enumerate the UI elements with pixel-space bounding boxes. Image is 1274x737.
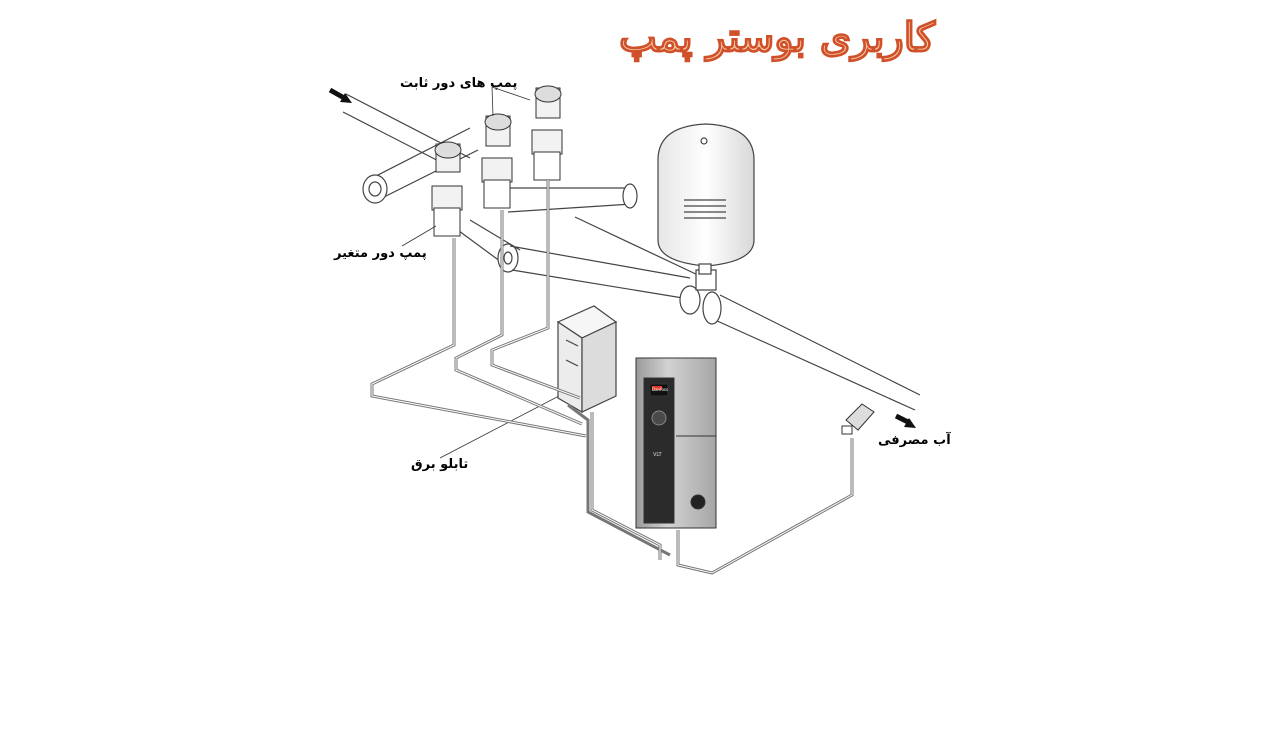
suction-header: [342, 93, 479, 204]
drive-brand: Danfoss: [652, 387, 668, 392]
discharge-header: [454, 183, 921, 411]
inlet-arrow-icon: [328, 87, 352, 103]
label-fixed-speed-pumps: پمپ های دور ثابت: [400, 76, 518, 91]
fixed-speed-pump-1: [481, 113, 513, 209]
page-title: کاربری بوستر پمپ: [618, 13, 935, 61]
label-variable-speed-pump: پمپ دور متغیر: [334, 246, 427, 261]
pressure-tank: [657, 123, 755, 275]
outlet-arrow-icon: [894, 413, 916, 428]
variable-speed-pump: [431, 141, 463, 237]
pressure-sensor: [841, 403, 875, 435]
label-consumer-water: آب مصرفی: [878, 433, 951, 448]
label-electrical-panel: تابلو برق: [411, 457, 469, 472]
cabling-inner: [371, 180, 853, 574]
drive-model: VLT: [653, 452, 663, 458]
electrical-panel-box: [556, 305, 618, 414]
fixed-speed-pump-2: [531, 85, 563, 181]
frequency-drive: [635, 357, 717, 529]
